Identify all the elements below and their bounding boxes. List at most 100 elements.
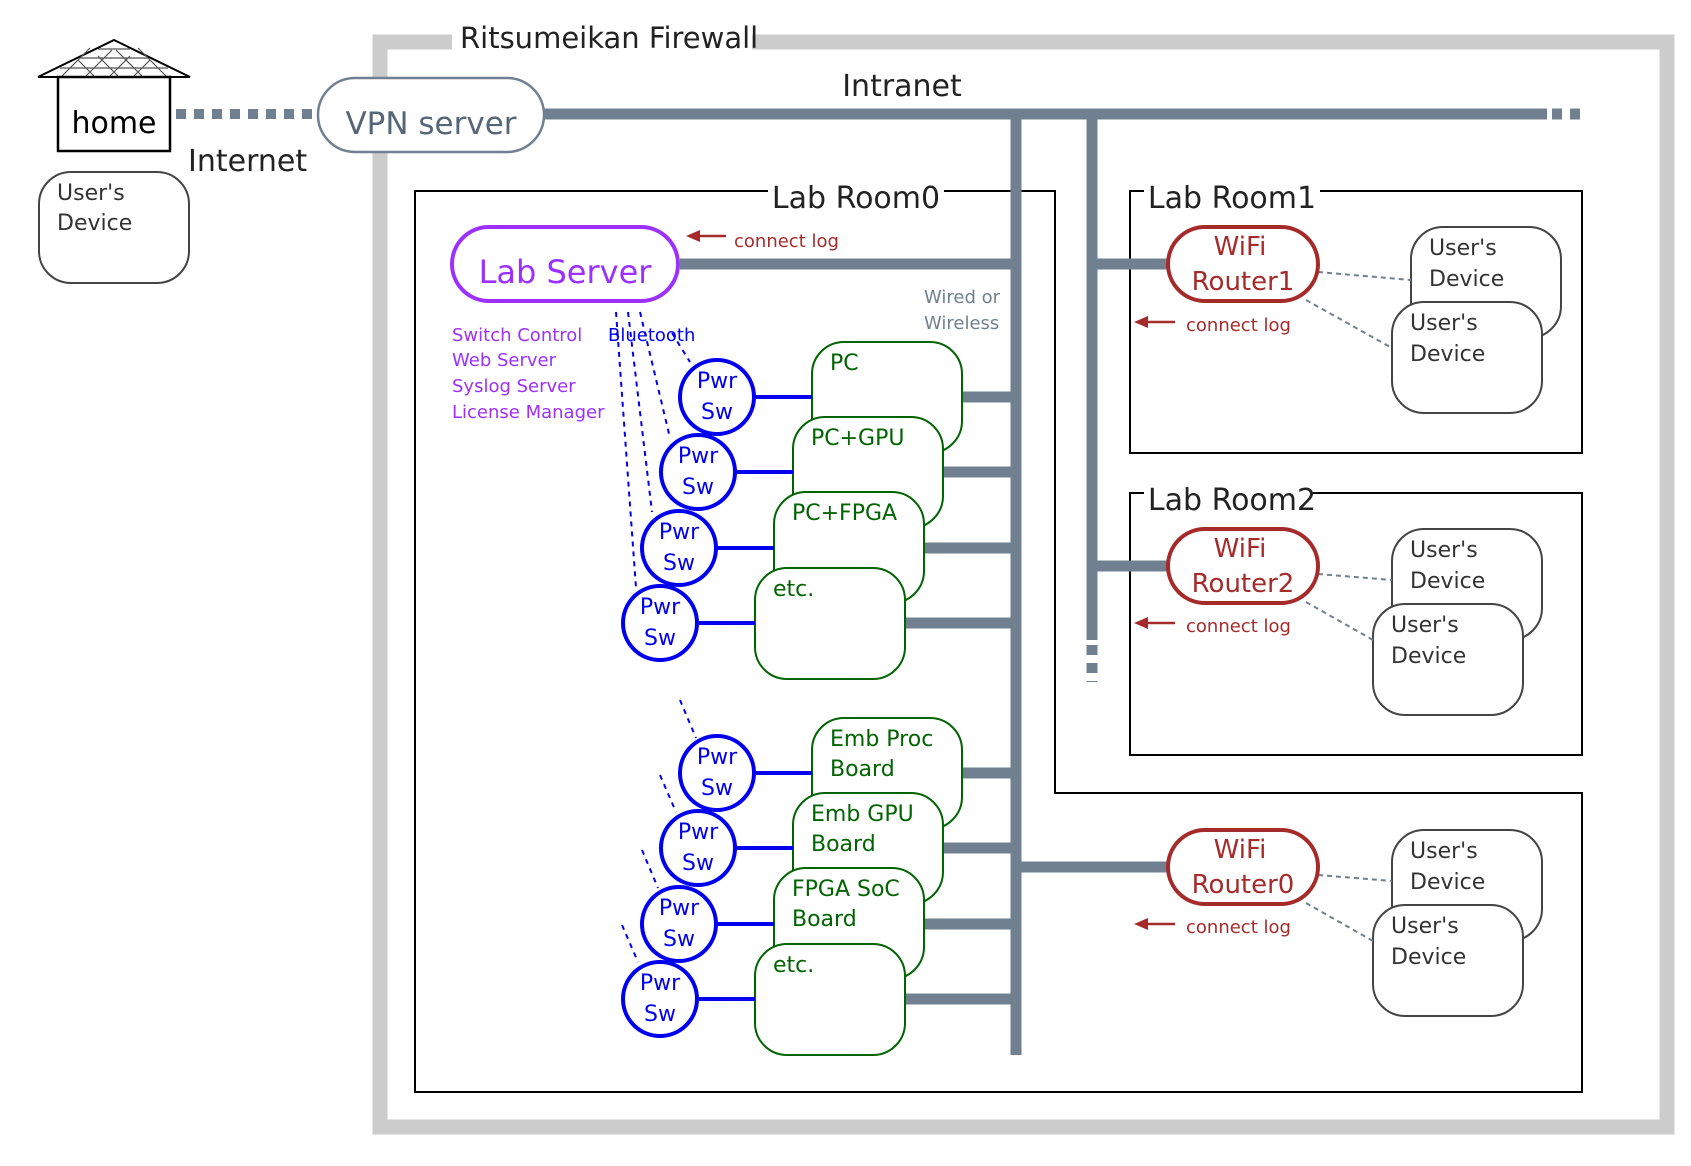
machine-group-1: PC PC+GPU PC+FPGA etc.: [754, 341, 1016, 680]
device-label-line2: Device: [1410, 342, 1485, 367]
pwr-sw-label-line2: Sw: [663, 927, 695, 952]
router2-label-line2: Router2: [1192, 569, 1295, 599]
lab-room1-frame: [1129, 190, 1583, 454]
connect-log-label: connect log: [1186, 616, 1291, 637]
device-label-line1: User's: [1410, 839, 1478, 864]
function-syslog-server: Syslog Server: [452, 376, 576, 397]
lab-server: [450, 225, 680, 303]
device-label-line1: User's: [1391, 914, 1459, 939]
pwr-sw-label-line2: Sw: [682, 475, 714, 500]
device-label-line2: Device: [57, 211, 132, 236]
home-user-device: User's Device: [38, 171, 190, 284]
wired-wireless-line1: Wired or: [924, 287, 1001, 308]
device-label-line2: Device: [1429, 267, 1504, 292]
device-label-line2: Device: [1391, 644, 1466, 669]
wifi-router2: [1166, 527, 1320, 605]
bluetooth-links: [615, 311, 697, 963]
router0-label-line2: Router0: [1192, 870, 1295, 900]
machine-label: etc.: [773, 953, 814, 978]
machine-label-line1: Emb Proc: [830, 727, 933, 752]
pwr-sw-label-line2: Sw: [701, 776, 733, 801]
machine-label: PC+FPGA: [792, 501, 897, 526]
machine-label: etc.: [773, 577, 814, 602]
device-label-line2: Device: [1410, 569, 1485, 594]
machine-label-line2: Board: [830, 757, 895, 782]
function-web-server: Web Server: [452, 350, 557, 371]
pwr-sw: [640, 509, 718, 587]
firewall-label: Ritsumeikan Firewall: [460, 21, 758, 55]
pwr-sw-label-line2: Sw: [682, 851, 714, 876]
pwr-sw-group-2: Pwr Sw Pwr Sw Pwr Sw Pwr Sw: [621, 734, 812, 1038]
router2-wifi-links: [1305, 573, 1393, 641]
pwr-sw: [659, 809, 737, 887]
pwr-sw-label-line1: Pwr: [640, 595, 681, 620]
machine-label: PC+GPU: [811, 426, 904, 451]
pwr-sw: [640, 885, 718, 963]
lab-room2-label: Lab Room2: [1148, 483, 1316, 518]
router0-devices: User's Device User's Device: [1372, 829, 1543, 1017]
device-label-line1: User's: [1410, 311, 1478, 336]
wifi-router1: [1166, 225, 1320, 303]
pwr-sw: [659, 433, 737, 511]
internet-label: Internet: [188, 144, 307, 179]
home-label: home: [71, 106, 156, 141]
intranet-label: Intranet: [842, 69, 962, 104]
lab-room0-frame: [414, 190, 1583, 1093]
lab-room1-label: Lab Room1: [1148, 181, 1316, 216]
pwr-sw-label-line2: Sw: [644, 1002, 676, 1027]
pwr-sw-label-line1: Pwr: [678, 820, 719, 845]
pwr-sw-group-1: Pwr Sw Pwr Sw Pwr Sw Pwr Sw: [621, 358, 812, 662]
machine-label-line2: Board: [811, 832, 876, 857]
connect-log-router0: connect log: [1134, 917, 1291, 938]
device-label-line1: User's: [1410, 538, 1478, 563]
pwr-sw: [621, 960, 699, 1038]
router0-wifi-links: [1305, 874, 1393, 942]
pwr-sw-label-line1: Pwr: [697, 745, 738, 770]
user-device: [1372, 904, 1524, 1017]
lab-server-label: Lab Server: [479, 253, 653, 291]
connect-log-router2: connect log: [1134, 616, 1291, 637]
router1-devices: User's Device User's Device: [1391, 226, 1562, 414]
connect-log-label: connect log: [1186, 917, 1291, 938]
connect-log-label: connect log: [1186, 315, 1291, 336]
router1-wifi-links: [1305, 271, 1412, 349]
device-label-line2: Device: [1391, 945, 1466, 970]
device-label-line1: User's: [1391, 613, 1459, 638]
function-switch-control: Switch Control: [452, 325, 582, 346]
user-device: [1372, 603, 1524, 716]
router2-label-line1: WiFi: [1214, 534, 1267, 564]
machine-label: PC: [830, 351, 859, 376]
pwr-sw-label-line2: Sw: [701, 400, 733, 425]
device-label-line1: User's: [57, 181, 125, 206]
pwr-sw-label-line2: Sw: [663, 551, 695, 576]
home-icon: [37, 38, 191, 153]
pwr-sw-label-line2: Sw: [644, 626, 676, 651]
router1-label-line1: WiFi: [1214, 232, 1267, 262]
lab-room2-frame: [1129, 492, 1583, 756]
device-label-line2: Device: [1410, 870, 1485, 895]
vpn-server-label: VPN server: [345, 106, 516, 142]
connect-log-router1: connect log: [1134, 315, 1291, 336]
pwr-sw-label-line1: Pwr: [697, 369, 738, 394]
pwr-sw-label-line1: Pwr: [659, 896, 700, 921]
user-device: [1391, 301, 1543, 414]
router0-label-line1: WiFi: [1214, 835, 1267, 865]
pwr-sw: [621, 584, 699, 662]
machine-label-line1: FPGA SoC: [792, 877, 900, 902]
machine-group-2: Emb Proc Board Emb GPU Board FPGA SoC Bo…: [754, 717, 1016, 1056]
bluetooth-label: Bluetooth: [608, 325, 695, 346]
function-license-manager: License Manager: [452, 402, 605, 423]
machine-label-line2: Board: [792, 907, 857, 932]
pwr-sw: [678, 734, 756, 812]
router2-devices: User's Device User's Device: [1372, 528, 1543, 716]
wifi-router0: [1166, 828, 1320, 906]
pwr-sw-label-line1: Pwr: [659, 520, 700, 545]
device-label-line1: User's: [1429, 236, 1497, 261]
wired-wireless-line2: Wireless: [924, 313, 999, 334]
pwr-sw-label-line1: Pwr: [678, 444, 719, 469]
lab-server-functions: Switch Control Web Server Syslog Server …: [452, 325, 605, 423]
connect-log-server: connect log: [686, 230, 839, 252]
pwr-sw: [678, 358, 756, 436]
router1-label-line2: Router1: [1192, 267, 1295, 297]
firewall-boundary: [372, 22, 1675, 1135]
